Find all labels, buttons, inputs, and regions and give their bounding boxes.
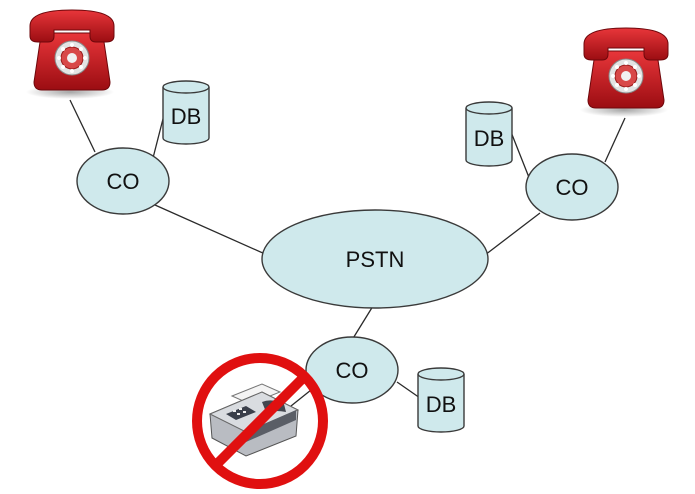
db-bottom-label: DB	[426, 392, 457, 417]
co-left: CO	[76, 147, 170, 215]
co-left-label: CO	[107, 169, 140, 194]
link-co-bottom-db	[396, 381, 421, 399]
link-db-right-co	[510, 131, 531, 181]
prohibition-sign-icon	[192, 353, 328, 489]
co-right: CO	[525, 153, 619, 221]
link-co-left-pstn	[154, 204, 266, 255]
red-telephone-icon	[580, 27, 669, 117]
db-left-label: DB	[171, 104, 202, 129]
link-phone-right-co	[604, 117, 626, 163]
co-bottom-label: CO	[336, 358, 369, 383]
blocked-fax	[192, 353, 328, 489]
link-phone-left-co	[69, 99, 96, 153]
link-db-left-co	[152, 114, 165, 159]
co-right-label: CO	[556, 175, 589, 200]
red-telephone-icon	[26, 9, 115, 99]
connections	[69, 99, 626, 411]
db-bottom-cylinder: DB	[417, 367, 465, 433]
db-left-cylinder: DB	[162, 80, 210, 145]
db-right-label: DB	[474, 126, 505, 151]
co-bottom: CO	[305, 336, 399, 404]
db-right-cylinder: DB	[465, 101, 513, 167]
link-pstn-co-right	[484, 212, 541, 256]
link-pstn-co-bottom	[351, 305, 374, 341]
pstn-cloud: PSTN	[261, 209, 489, 309]
pstn-label: PSTN	[346, 247, 405, 272]
